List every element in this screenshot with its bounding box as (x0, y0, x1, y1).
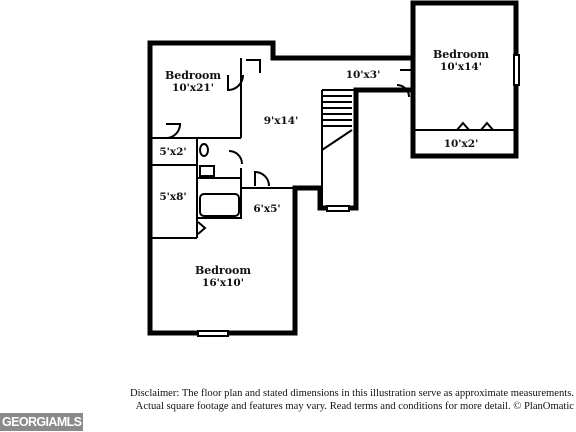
room-name-top-left: Bedroom (165, 69, 221, 82)
room-dims-hall-center: 9'x14' (264, 115, 299, 127)
door-swing-2 (246, 59, 261, 73)
room-dims-hall-top: 10'x3' (346, 69, 381, 81)
wall-bath (197, 177, 242, 219)
disclaimer-line-2: Actual square footage and features may v… (135, 401, 574, 412)
logo-text: GEORGIAMLS (0, 412, 84, 431)
wall-stair-right (317, 87, 416, 211)
window-stairs (326, 205, 350, 212)
room-dims-top-right: 10'x14' (440, 61, 482, 73)
door-swing-5 (254, 170, 270, 187)
window-bottom (197, 330, 229, 337)
room-dims-top-left: 10'x21' (172, 82, 214, 94)
door-swing-7 (197, 221, 207, 235)
stairs-treads (322, 95, 352, 127)
room-name-bottom: Bedroom (195, 264, 251, 277)
toilet (199, 143, 209, 157)
sink (199, 165, 215, 177)
door-swing-4 (228, 150, 243, 165)
window-right (513, 54, 520, 86)
room-dims-closet-right: 10'x2' (444, 138, 479, 150)
disclaimer: Disclaimer: The floor plan and stated di… (96, 387, 574, 413)
door-swing-6 (396, 69, 413, 98)
door-swing-1 (227, 74, 244, 92)
wall-closet (150, 138, 198, 239)
room-dims-bath: 5'x8' (159, 191, 186, 203)
wall-top-bump (270, 40, 416, 61)
disclaimer-line-1: Disclaimer: The floor plan and stated di… (129, 388, 574, 399)
room-name-top-right: Bedroom (433, 48, 489, 61)
wall-right-bedroom (410, 0, 519, 159)
room-dims-hall-small: 6'x5' (253, 203, 280, 215)
closet-doors (456, 121, 494, 131)
stairs-landing (321, 129, 353, 151)
room-dims-closet-small: 5'x2' (159, 146, 186, 158)
door-swing-3 (165, 123, 182, 139)
georgia-mls-logo: GEORGIAMLS (0, 411, 84, 432)
room-dims-bottom: 16'x10' (202, 277, 244, 289)
wall-bedroom-right (240, 58, 295, 189)
bathtub (199, 193, 240, 217)
